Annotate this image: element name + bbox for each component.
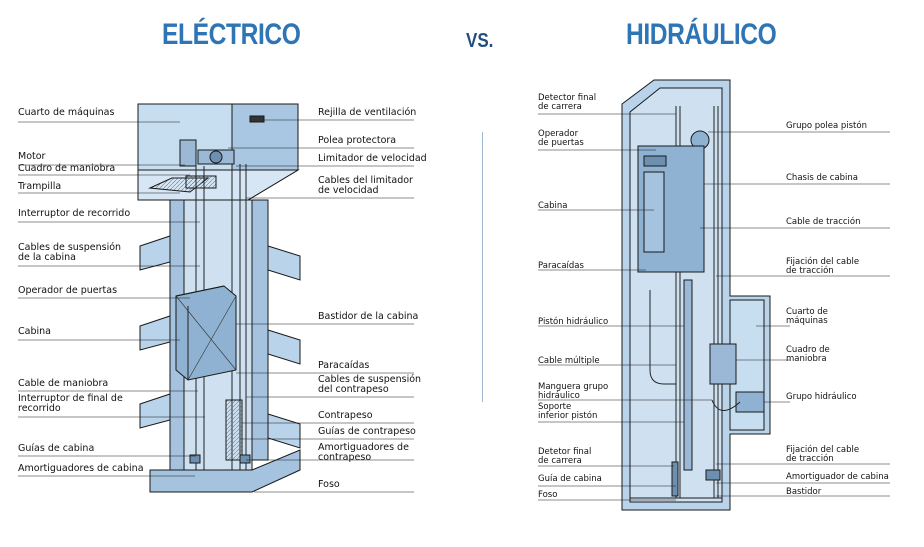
label-bastidor-h: Bastidor <box>786 487 822 497</box>
label-paracaidas-h: Paracaídas <box>538 261 584 271</box>
ventilation-grille-icon <box>249 115 265 123</box>
center-divider <box>482 132 483 402</box>
label-interruptor-final: Interruptor de final de recorrido <box>18 393 123 414</box>
label-piston: Pistón hidráulico <box>538 317 609 327</box>
label-manguera: Manguera grupo hidráulico <box>538 382 609 401</box>
hydraulic-elevator-drawing <box>621 79 771 511</box>
label-grupo-polea: Grupo polea pistón <box>786 121 867 131</box>
motor-icon <box>179 139 197 167</box>
label-polea: Polea protectora <box>318 135 397 146</box>
electric-leader-lines <box>18 119 414 493</box>
label-foso: Foso <box>318 479 340 490</box>
label-interruptor-recorrido: Interruptor de recorrido <box>18 208 131 219</box>
label-cuarto-maquinas: Cuarto de máquinas <box>18 107 115 118</box>
label-amortiguadores-contrapeso: Amortiguadores de contrapeso <box>318 442 409 463</box>
label-cables-suspension-cabina: Cables de suspensión de la cabina <box>18 242 122 263</box>
label-chasis: Chasis de cabina <box>786 173 859 183</box>
label-amortiguadores-cabina: Amortiguadores de cabina <box>18 463 144 474</box>
label-guias-cabina: Guías de cabina <box>18 443 95 454</box>
label-rejilla: Rejilla de ventilación <box>318 107 417 118</box>
counterweight <box>225 399 243 461</box>
label-detector-final-bottom: Detetor final de carrera <box>538 447 592 466</box>
label-cable-traccion: Cable de tracción <box>786 217 861 227</box>
label-guia-cabina: Guía de cabina <box>538 474 602 484</box>
label-contrapeso: Contrapeso <box>318 410 373 421</box>
label-foso-h: Foso <box>538 490 558 500</box>
electric-title: ELÉCTRICO <box>162 18 301 51</box>
machine-room-side <box>231 103 299 171</box>
control-box-icon <box>709 343 737 385</box>
label-fijacion-bottom: Fijación del cable de tracción <box>786 445 860 464</box>
label-trampilla: Trampilla <box>18 181 62 192</box>
hydraulic-title: HIDRÁULICO <box>626 18 777 51</box>
label-cables-limitador: Cables del limitador de velocidad <box>318 175 413 196</box>
label-guias-contrapeso: Guías de contrapeso <box>318 426 416 437</box>
label-bastidor: Bastidor de la cabina <box>318 311 419 322</box>
versus-label: VS. <box>466 30 494 52</box>
label-cuadro-maniobra: Cuadro de maniobra <box>18 163 116 174</box>
label-cuadro-maniobra-h: Cuadro de maniobra <box>786 345 830 364</box>
label-cables-suspension-contrapeso: Cables de suspensión del contrapeso <box>318 374 422 395</box>
label-cabina-h: Cabina <box>538 201 568 211</box>
hydraulic-leader-lines <box>538 113 890 501</box>
label-cabina: Cabina <box>18 326 51 337</box>
label-fijacion-top: Fijación del cable de tracción <box>786 257 860 276</box>
shaft-column-right <box>251 199 269 461</box>
label-cuarto-maquinas-h: Cuarto de máquinas <box>786 307 828 326</box>
label-operador-puertas-h: Operador de puertas <box>538 129 584 148</box>
label-grupo-hidraulico: Grupo hidráulico <box>786 392 857 402</box>
label-operador-puertas: Operador de puertas <box>18 285 118 296</box>
label-cable-maniobra: Cable de maniobra <box>18 378 109 389</box>
label-soporte: Soporte inferior pistón <box>538 402 598 421</box>
hydraulic-piston <box>683 279 693 471</box>
label-paracaidas: Paracaídas <box>318 360 370 371</box>
electric-elevator-drawing <box>137 103 301 493</box>
label-cable-multiple: Cable múltiple <box>538 356 600 366</box>
hydraulic-unit-icon <box>735 391 765 413</box>
label-limitador: Limitador de velocidad <box>318 153 427 164</box>
label-detector-final-top: Detector final de carrera <box>538 93 597 112</box>
label-amortiguador: Amortiguador de cabina <box>786 472 889 482</box>
label-motor: Motor <box>18 151 46 162</box>
